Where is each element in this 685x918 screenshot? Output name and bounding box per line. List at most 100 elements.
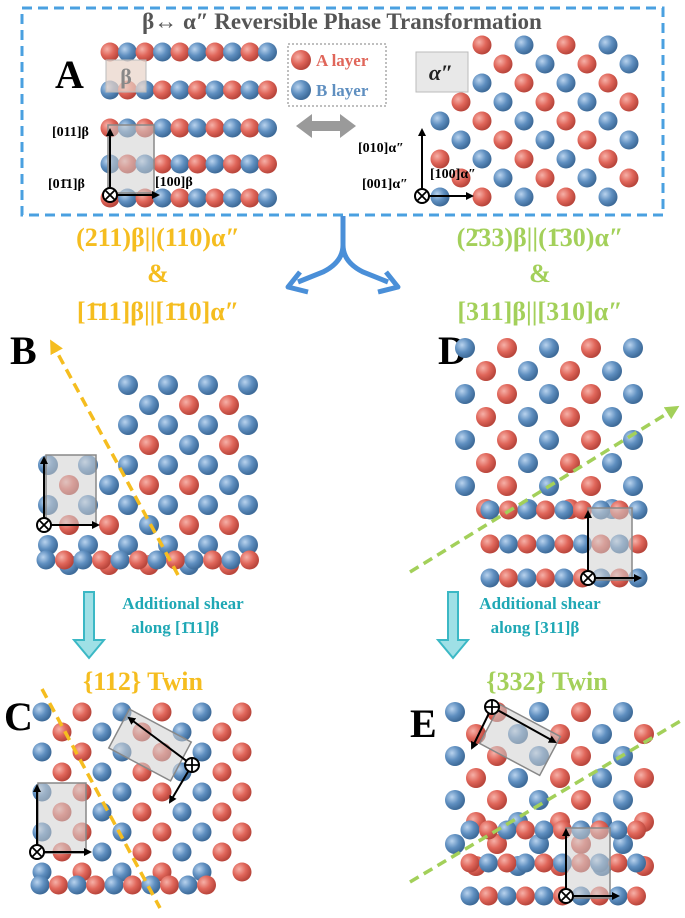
- b-layer-atom: [554, 500, 574, 520]
- b-layer-atom: [139, 395, 159, 415]
- a-layer-atom: [577, 54, 597, 74]
- b-layer-atom: [577, 168, 597, 188]
- a-layer-atom: [460, 853, 480, 873]
- a-layer-atom: [232, 782, 252, 802]
- a-layer-atom: [577, 130, 597, 150]
- a-layer-atom: [219, 395, 239, 415]
- panel-c-twin-boundary: [40, 688, 162, 909]
- a-layer-atom: [479, 820, 498, 840]
- b-layer-atom: [198, 535, 218, 555]
- alpha-cell-label: α″: [429, 60, 453, 85]
- b-layer-atom: [445, 702, 465, 722]
- b-layer-atom: [110, 550, 130, 570]
- b-layer-atom: [238, 495, 258, 515]
- a-layer-atom: [571, 702, 591, 722]
- a-layer-atom: [219, 515, 239, 535]
- a-layer-atom: [152, 782, 172, 802]
- b-layer-atom: [92, 762, 112, 782]
- legend-b-swatch: [291, 80, 311, 100]
- a-layer-atom: [499, 568, 518, 588]
- a-layer-atom: [516, 886, 535, 906]
- b-layer-atom: [36, 550, 56, 570]
- b-layer-atom: [514, 111, 534, 131]
- b-layer-atom: [192, 702, 212, 722]
- b-layer-atom: [238, 455, 258, 475]
- a-layer-atom: [129, 550, 148, 570]
- beta-out-label: [01̄1]β: [48, 177, 85, 192]
- a-layer-atom: [472, 35, 492, 55]
- a-layer-atom: [240, 118, 260, 138]
- b-layer-atom: [518, 453, 538, 473]
- a-layer-atom: [581, 338, 601, 358]
- a-layer-atom: [556, 111, 576, 131]
- b-layer-atom: [179, 435, 199, 455]
- b-layer-atom: [92, 842, 112, 862]
- right-twin-label: {332} Twin: [486, 667, 608, 696]
- a-layer-atom: [556, 187, 576, 207]
- panel-b-lattice: [36, 375, 259, 575]
- a-layer-atom: [598, 149, 618, 169]
- b-layer-atom: [158, 495, 178, 515]
- b-layer-atom: [32, 702, 52, 722]
- b-layer-atom: [455, 476, 475, 496]
- b-layer-atom: [445, 790, 465, 810]
- a-layer-atom: [536, 568, 555, 588]
- panel-e-unit-cell: [565, 827, 611, 899]
- alpha-cell-label-box: [415, 51, 469, 93]
- a-layer-atom: [139, 475, 159, 495]
- b-layer-atom: [78, 535, 98, 555]
- a-layer-atom: [497, 384, 517, 404]
- b-layer-atom: [118, 42, 137, 62]
- b-layer-atom: [198, 455, 218, 475]
- b-layer-atom: [592, 724, 612, 744]
- b-layer-atom: [627, 853, 646, 873]
- b-layer-atom: [223, 118, 242, 138]
- panel-e-twin-boundary: [409, 718, 683, 884]
- panel-b-unit-cell: [45, 454, 97, 526]
- b-layer-atom: [158, 535, 178, 555]
- a-layer-atom: [487, 790, 507, 810]
- a-layer-atom: [556, 35, 576, 55]
- b-layer-atom: [536, 534, 555, 554]
- b-layer-atom: [534, 820, 554, 840]
- b-layer-atom: [170, 80, 190, 100]
- a-layer-atom: [627, 820, 646, 840]
- a-layer-atom: [497, 430, 517, 450]
- panel-b-label: B: [10, 328, 37, 373]
- a-layer-atom: [205, 118, 225, 138]
- a-layer-atom: [581, 476, 601, 496]
- b-layer-atom: [172, 802, 192, 822]
- a-layer-atom: [258, 154, 277, 174]
- b-layer-atom: [529, 790, 549, 810]
- legend-b-label: B layer: [316, 81, 369, 100]
- a-layer-atom: [628, 534, 648, 554]
- b-layer-atom: [238, 535, 258, 555]
- b-layer-atom: [158, 375, 178, 395]
- a-layer-atom: [466, 768, 486, 788]
- a-layer-atom: [205, 42, 225, 62]
- a-layer-atom: [55, 550, 74, 570]
- b-layer-atom: [479, 853, 498, 873]
- a-layer-atom: [619, 168, 639, 188]
- b-layer-atom: [455, 384, 475, 404]
- a-layer-atom: [232, 702, 252, 722]
- legend-a-swatch: [291, 50, 311, 70]
- b-layer-atom: [514, 187, 534, 207]
- b-layer-atom: [153, 42, 172, 62]
- b-layer-atom: [188, 118, 207, 138]
- a-layer-atom: [232, 822, 252, 842]
- beta-unit-cell: [107, 124, 155, 194]
- a-layer-atom: [535, 168, 555, 188]
- b-layer-atom: [445, 834, 465, 854]
- b-layer-atom: [92, 722, 112, 742]
- b-layer-atom: [480, 568, 500, 588]
- a-layer-atom: [497, 476, 517, 496]
- panel-c-twin-cell: [107, 708, 193, 782]
- a-layer-atom: [166, 550, 185, 570]
- a-layer-atom: [223, 154, 242, 174]
- b-layer-atom: [99, 475, 119, 495]
- b-layer-atom: [221, 550, 241, 570]
- a-layer-atom: [514, 149, 534, 169]
- a-layer-atom: [232, 742, 252, 762]
- b-layer-atom: [445, 746, 465, 766]
